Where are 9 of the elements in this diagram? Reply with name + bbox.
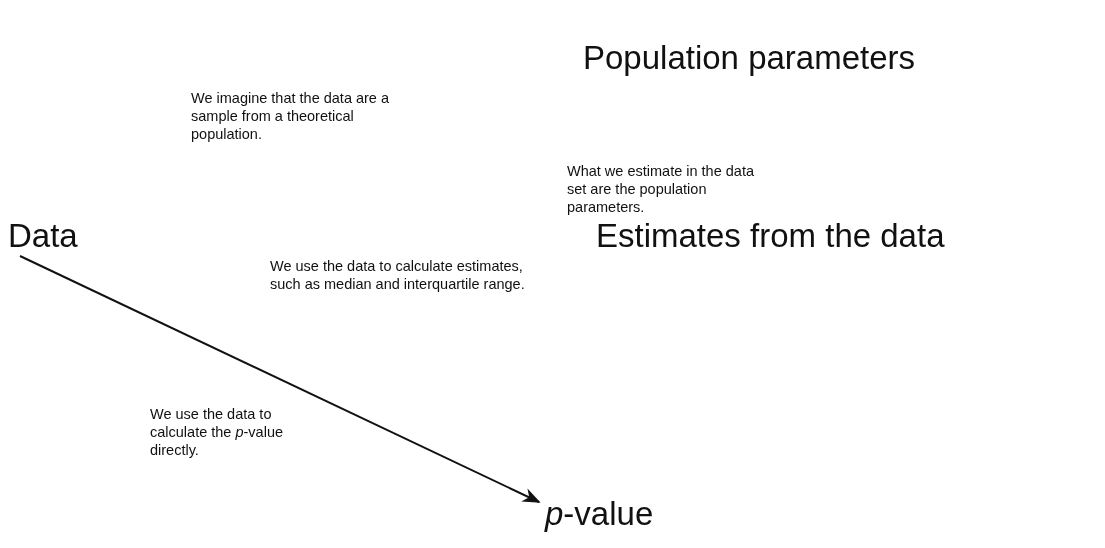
heading-label: Estimates from the data [596,216,945,256]
note-text: We use the data to calculate estimates, such as median and interquartile range. [270,257,526,293]
node-label: p-value [545,494,654,534]
arrow [19,255,541,503]
node-label: Data [8,216,78,256]
note-text: We use the data to calculate the p-value directly. [150,405,285,459]
heading-label: Population parameters [583,38,916,78]
note-text: We imagine that the data are a sample from a theoretical population. [191,89,391,143]
note-text: What we estimate in the data set are the population parameters. [567,162,755,216]
